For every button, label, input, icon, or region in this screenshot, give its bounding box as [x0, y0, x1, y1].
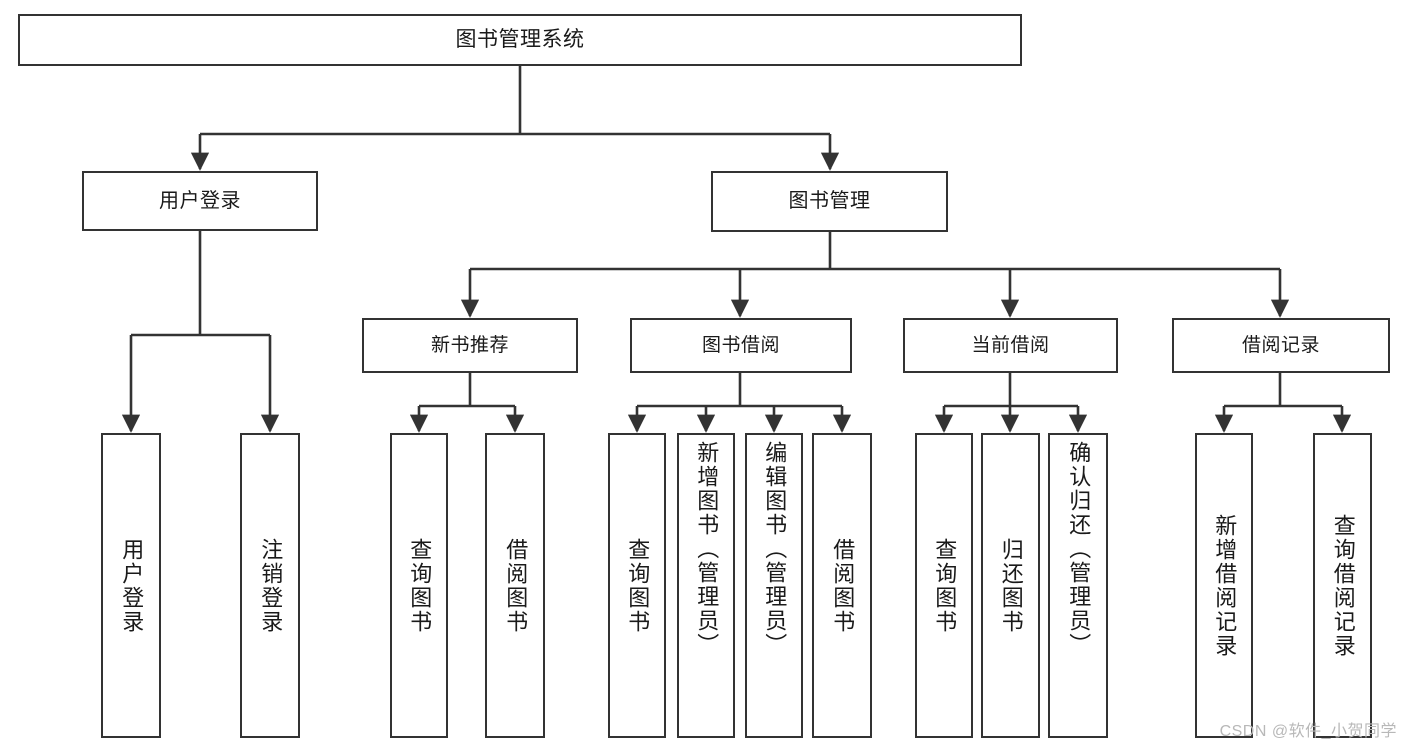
node-current-borrow[interactable]: 当前借阅 — [903, 318, 1118, 373]
node-book-manage[interactable]: 图书管理 — [711, 171, 948, 232]
node-leaf-confirm-return-label: 确认归还（管理员） — [1066, 441, 1092, 657]
node-leaf-query-record[interactable]: 查询借阅记录 — [1313, 433, 1372, 738]
node-book-manage-label: 图书管理 — [788, 190, 871, 213]
node-new-book-rec-label: 新书推荐 — [430, 334, 509, 356]
node-leaf-add-book-label: 新增图书（管理员） — [694, 441, 720, 657]
node-leaf-return-book[interactable]: 归还图书 — [981, 433, 1040, 738]
node-leaf-edit-book-label: 编辑图书（管理员） — [762, 441, 788, 657]
node-leaf-borrow-book-1[interactable]: 借阅图书 — [485, 433, 545, 738]
node-book-borrow[interactable]: 图书借阅 — [630, 318, 852, 373]
node-leaf-query-book-2[interactable]: 查询图书 — [608, 433, 666, 738]
watermark: CSDN @软件_小贺同学 — [1219, 723, 1397, 740]
node-root[interactable]: 图书管理系统 — [18, 14, 1022, 66]
node-leaf-query-book-3-label: 查询图书 — [932, 537, 958, 634]
node-leaf-query-book-1[interactable]: 查询图书 — [390, 433, 448, 738]
node-leaf-user-login[interactable]: 用户登录 — [101, 433, 161, 738]
node-leaf-edit-book[interactable]: 编辑图书（管理员） — [745, 433, 803, 738]
node-leaf-add-book[interactable]: 新增图书（管理员） — [677, 433, 735, 738]
node-user-login[interactable]: 用户登录 — [82, 171, 318, 231]
node-leaf-return-book-label: 归还图书 — [998, 537, 1024, 634]
node-leaf-borrow-book-2[interactable]: 借阅图书 — [812, 433, 872, 738]
node-leaf-user-login-label: 用户登录 — [119, 537, 145, 634]
node-borrow-record-label: 借阅记录 — [1241, 334, 1320, 356]
node-leaf-borrow-book-1-label: 借阅图书 — [503, 537, 529, 634]
node-leaf-add-record-label: 新增借阅记录 — [1212, 513, 1238, 658]
node-leaf-query-book-2-label: 查询图书 — [625, 537, 651, 634]
node-root-label: 图书管理系统 — [455, 28, 585, 52]
node-leaf-borrow-book-2-label: 借阅图书 — [830, 537, 856, 634]
node-leaf-query-record-label: 查询借阅记录 — [1330, 513, 1356, 658]
node-leaf-add-record[interactable]: 新增借阅记录 — [1195, 433, 1253, 738]
node-leaf-logout[interactable]: 注销登录 — [240, 433, 300, 738]
node-new-book-rec[interactable]: 新书推荐 — [362, 318, 578, 373]
node-leaf-confirm-return[interactable]: 确认归还（管理员） — [1048, 433, 1108, 738]
node-leaf-query-book-3[interactable]: 查询图书 — [915, 433, 973, 738]
node-book-borrow-label: 图书借阅 — [701, 334, 780, 356]
node-leaf-query-book-1-label: 查询图书 — [407, 537, 433, 634]
node-borrow-record[interactable]: 借阅记录 — [1172, 318, 1390, 373]
node-current-borrow-label: 当前借阅 — [971, 334, 1050, 356]
node-leaf-logout-label: 注销登录 — [258, 537, 284, 634]
node-user-login-label: 用户登录 — [159, 189, 241, 212]
